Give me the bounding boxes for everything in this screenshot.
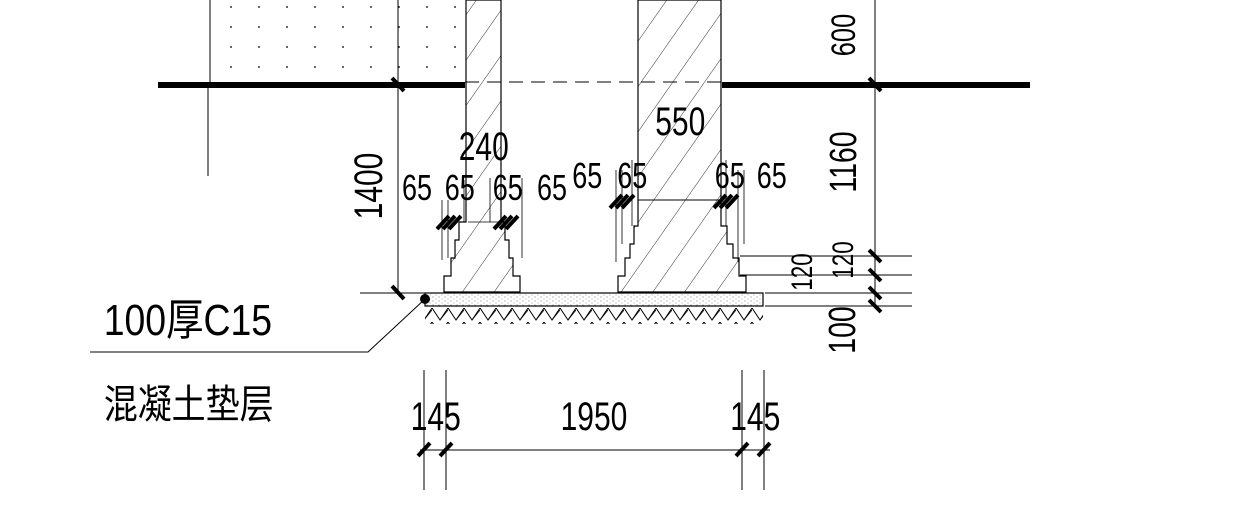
dim-lower-height: 1160 <box>823 131 865 192</box>
dim-base-left: 145 <box>411 395 461 439</box>
dim-step-right-1: 65 <box>617 155 647 196</box>
dimension-ticks <box>390 76 883 458</box>
annotation-line2: 混凝土垫层 <box>104 381 274 426</box>
dim-footing-width: 550 <box>655 100 705 144</box>
annotation-leader <box>90 292 426 353</box>
right-footing <box>617 0 747 293</box>
dim-cushion-thickness: 100 <box>822 306 864 354</box>
annotation-line1: 100厚C15 <box>104 295 272 345</box>
dim-step-right-0: 65 <box>572 155 602 196</box>
dim-step-left-1: 65 <box>445 167 475 208</box>
dim-wall-width: 240 <box>459 125 509 169</box>
dim-step-left-2: 65 <box>493 167 523 208</box>
dimension-lines <box>397 0 912 490</box>
concrete-cushion <box>420 292 764 324</box>
dim-step-height-1: 120 <box>826 241 860 279</box>
dim-base-mid: 1950 <box>561 395 628 439</box>
ground-line <box>158 81 1030 88</box>
vertical-dimension-texts: 600 1400 1160 120 120 100 <box>347 14 865 354</box>
dim-step-left-0: 65 <box>402 167 432 208</box>
soil-region <box>207 0 465 176</box>
dim-step-left-3: 65 <box>537 167 567 208</box>
dimension-texts: 240 550 65 65 65 65 65 65 65 65 145 1950… <box>402 100 787 439</box>
dim-step-right-2: 65 <box>715 155 745 196</box>
dim-step-right-3: 65 <box>757 155 787 196</box>
dim-step-height-2: 120 <box>785 253 819 291</box>
cushion-annotation: 100厚C15 混凝土垫层 <box>104 295 274 426</box>
dim-base-right: 145 <box>730 395 780 439</box>
dim-depth: 1400 <box>347 153 391 220</box>
dim-top-height: 600 <box>826 14 863 57</box>
